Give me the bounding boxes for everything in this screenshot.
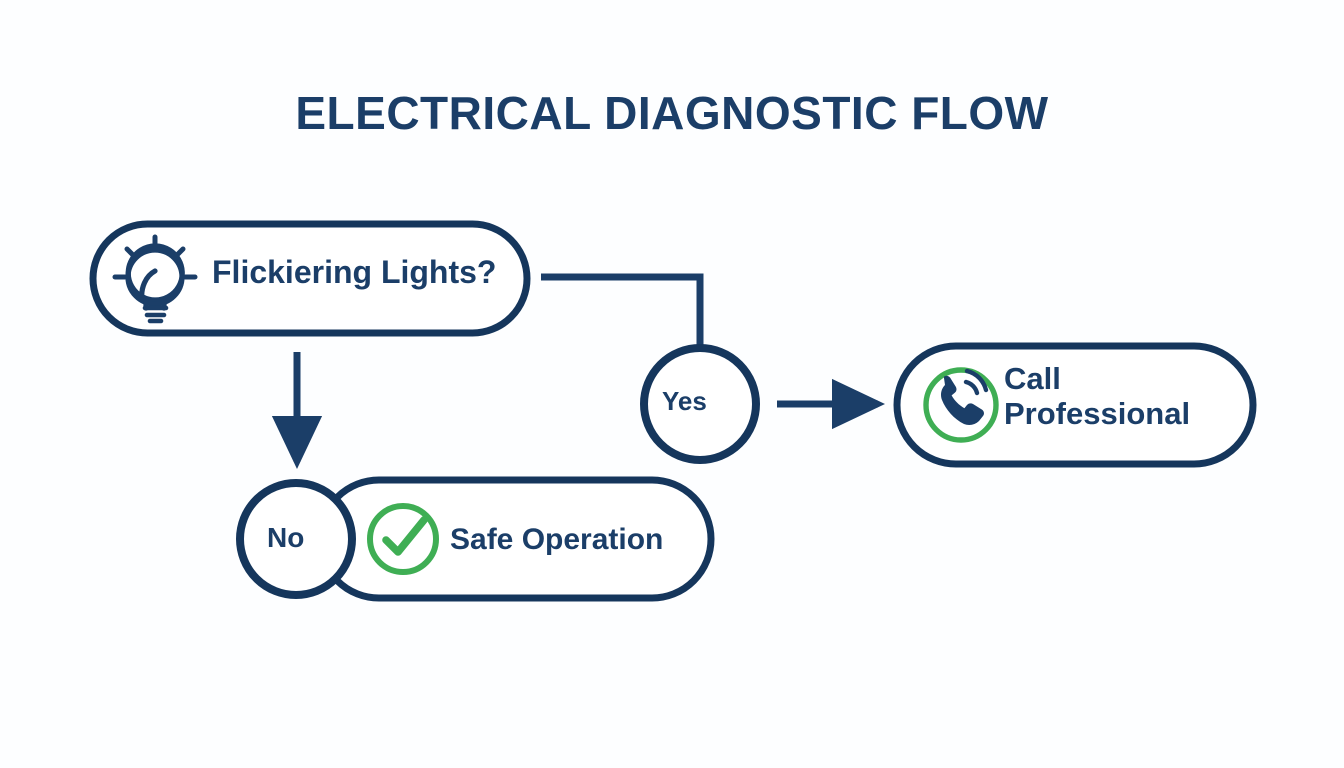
connector-question-to-yes (541, 273, 704, 345)
lightbulb-icon (112, 234, 198, 324)
node-question[interactable] (89, 220, 531, 337)
phone-call-icon (923, 367, 999, 443)
node-yes-label: Yes (662, 386, 707, 416)
node-call-professional[interactable] (893, 342, 1257, 468)
node-yes[interactable] (640, 344, 760, 464)
node-no-label: No (267, 522, 305, 553)
node-safe-operation-label: Safe Operation (450, 523, 664, 556)
node-no[interactable] (236, 479, 356, 599)
node-question-label: Flickiering Lights? (212, 254, 497, 290)
page-title: ELECTRICAL DIAGNOSTIC FLOW (295, 87, 1049, 139)
check-circle-icon (367, 503, 439, 575)
node-call-professional-label: Call Professional (1004, 361, 1191, 431)
